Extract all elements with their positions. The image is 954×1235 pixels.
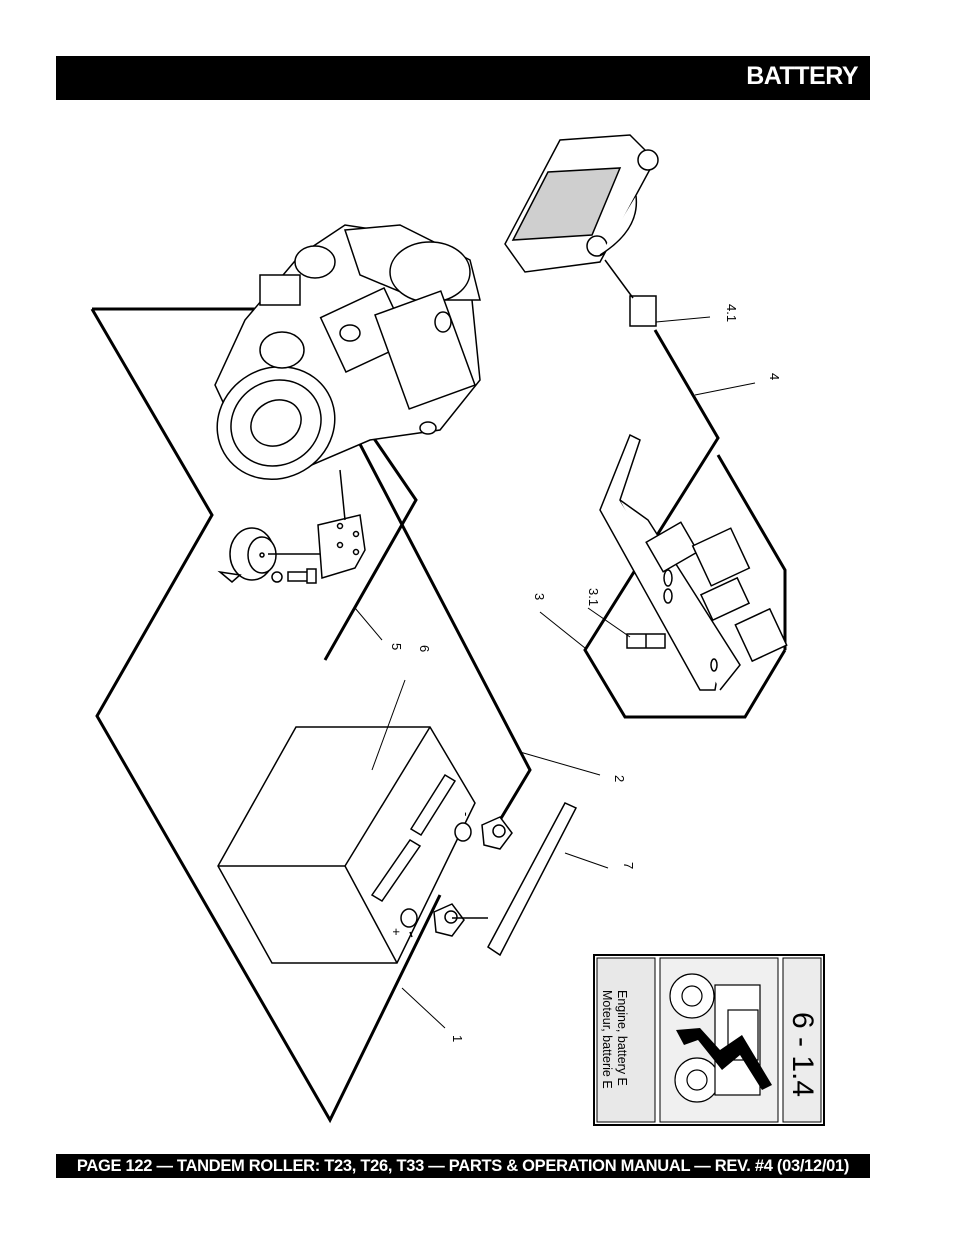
callout-1: 1 [450, 1035, 465, 1042]
negative-terminal-mark: - [459, 812, 474, 816]
starter-assembly [217, 469, 366, 584]
caption-english: Engine, battery E [615, 990, 629, 1086]
callout-5: 5 [389, 643, 404, 650]
highlight-arrow-icon [676, 1028, 772, 1090]
callout-3: 3 [532, 593, 547, 600]
callout-4-1: 4.1 [724, 304, 739, 322]
page-title: BATTERY [746, 62, 858, 90]
roller-thumbnail [669, 973, 761, 1103]
footer-text: PAGE 122 — TANDEM ROLLER: T23, T26, T33 … [76, 1157, 850, 1175]
callout-4: 4 [767, 373, 782, 380]
hold-down-strap [452, 802, 578, 957]
callout-6: 6 [417, 645, 432, 652]
callout-7: 7 [621, 862, 636, 869]
caption-french: Moteur, batterie E [600, 990, 614, 1089]
battery-illustration [217, 726, 513, 964]
figure-legend-box: 6 - 1.4 Engine, battery E Moteur, batter… [593, 954, 825, 1126]
engine-illustration [214, 224, 481, 481]
callout-leader-lines [354, 316, 756, 1029]
ground-cable-outline [583, 329, 787, 719]
engine-block-component [504, 134, 659, 327]
figure-number: 6 - 1.4 [786, 1012, 819, 1097]
positive-terminal-mark: + [389, 928, 404, 936]
battery-cable-outline [90, 307, 532, 1124]
page-footer: PAGE 122 — TANDEM ROLLER: T23, T26, T33 … [56, 1154, 870, 1178]
callout-3-1: 3.1 [586, 588, 601, 606]
page-header: BATTERY [56, 56, 870, 100]
frame-with-relays [599, 433, 788, 691]
callout-2: 2 [612, 775, 627, 782]
